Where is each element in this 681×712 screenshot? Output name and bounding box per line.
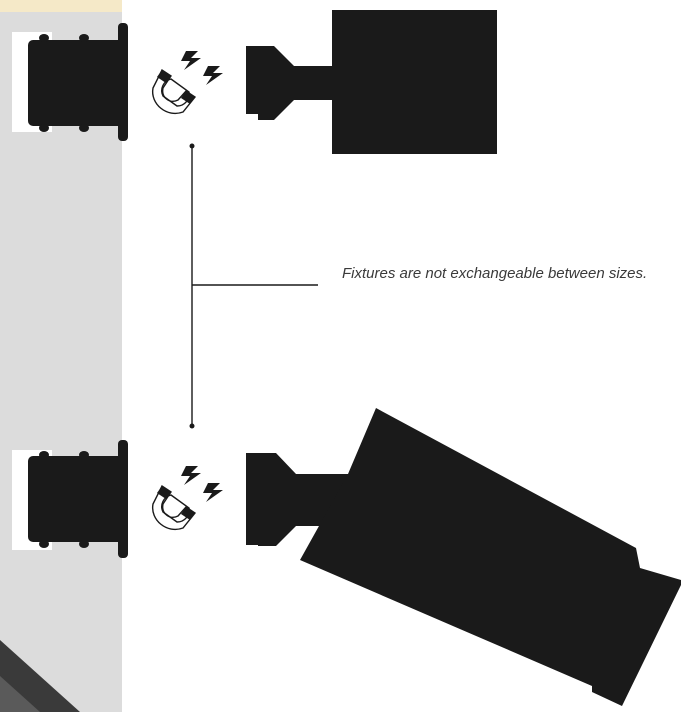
magnet-icon-bottom bbox=[152, 466, 223, 531]
bottom-assembly bbox=[12, 408, 681, 706]
lightning-spark-icon bbox=[181, 466, 201, 485]
wall-mount-bottom bbox=[28, 440, 128, 558]
top-assembly bbox=[12, 10, 497, 154]
lightning-spark-icon bbox=[203, 483, 223, 502]
caption: Fixtures are not exchangeable between si… bbox=[342, 265, 648, 282]
fixture-small bbox=[246, 10, 497, 154]
lightning-spark-icon bbox=[181, 51, 201, 70]
lightning-spark-icon bbox=[203, 66, 223, 85]
magnet-icon-top bbox=[152, 51, 223, 115]
fixture-large bbox=[246, 408, 681, 706]
wall-shadow-light bbox=[0, 676, 40, 712]
wall-mount-top bbox=[28, 23, 128, 141]
connector bbox=[189, 143, 318, 429]
